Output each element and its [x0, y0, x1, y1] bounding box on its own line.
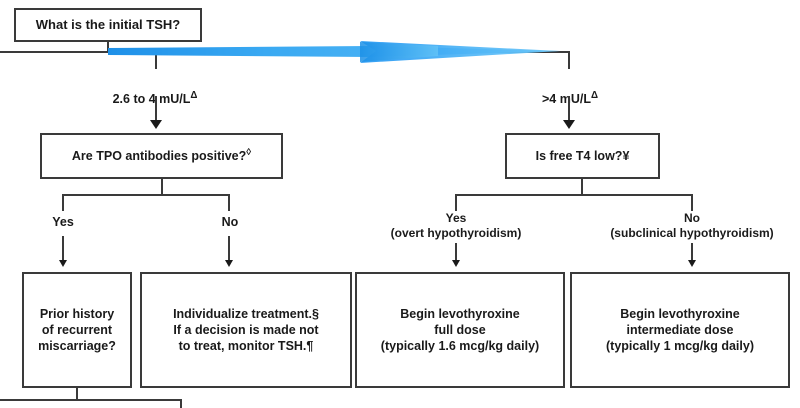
initial-tsh-question-box[interactable]: What is the initial TSH? [14, 8, 202, 42]
outcome-levothyroxine-full-dose-text: Begin levothyroxine full dose (typically… [380, 307, 540, 353]
connector-to-right-decision [568, 96, 570, 122]
outcome-prior-miscarriage-text: Prior history of recurrent miscarriage? [38, 307, 116, 353]
connector-right-branch-drop [568, 51, 570, 69]
left-branch-yes-label: Yes [52, 215, 74, 229]
outcome-individualize-treatment-text: Individualize treatment.§ If a decision i… [167, 306, 325, 354]
connector-right-yes-drop [455, 194, 457, 211]
connector-bottom-right-edge [180, 399, 182, 408]
tpo-antibodies-decision-text: Are TPO antibodies positive? [71, 149, 247, 164]
connector-left-yes-to-outcome [62, 236, 64, 261]
outcome-individualize-treatment-box[interactable]: Individualize treatment.§ If a decision i… [140, 272, 352, 388]
connector-left-yes-drop [62, 194, 64, 211]
connector-to-left-decision [155, 96, 157, 122]
connector-right-decision-stem [581, 179, 583, 195]
connector-right-no-drop [691, 194, 693, 211]
diamond-marker-icon: ◊ [246, 147, 252, 159]
yen-marker-icon: ¥ [622, 149, 630, 163]
arrowhead-right-yes-icon [452, 260, 460, 267]
initial-tsh-question-text: What is the initial TSH? [35, 16, 181, 32]
connector-bottom-bar [0, 399, 182, 401]
tpo-antibodies-decision-box[interactable]: Are TPO antibodies positive?◊ [40, 133, 283, 179]
connector-main-split-bar [0, 51, 570, 53]
delta-marker-icon: Δ [190, 89, 198, 101]
pilcrow-marker-icon: ¶ [306, 339, 314, 353]
connector-right-no-to-outcome [691, 243, 693, 261]
arrowhead-left-no-icon [225, 260, 233, 267]
arrowhead-left-yes-icon [59, 260, 67, 267]
outcome-prior-miscarriage-box[interactable]: Prior history of recurrent miscarriage? [22, 272, 132, 388]
connector-left-no-drop [228, 194, 230, 211]
branch-label-left-tsh-range: 2.6 to 4 mU/LΔ [75, 74, 235, 107]
connector-left-branch-drop [155, 51, 157, 69]
right-branch-yes-label: Yes (overt hypothyroidism) [390, 211, 522, 240]
connector-left-no-to-outcome [228, 236, 230, 261]
individualize-line-3: to treat, monitor TSH. [178, 339, 307, 353]
connector-left-decision-stem [161, 179, 163, 195]
outcome-levothyroxine-full-dose-box[interactable]: Begin levothyroxine full dose (typically… [355, 272, 565, 388]
section-marker-icon: § [311, 307, 319, 321]
arrowhead-to-left-decision-icon [150, 120, 162, 129]
arrowhead-to-right-decision-icon [563, 120, 575, 129]
branch-label-right-tsh-range: >4 mU/LΔ [495, 74, 645, 107]
tpo-antibodies-decision-content: Are TPO antibodies positive?◊ [66, 147, 257, 164]
connector-right-yes-to-outcome [455, 243, 457, 261]
connector-left-decision-bar [62, 194, 230, 196]
branch-label-right-text: >4 mU/L [542, 91, 591, 106]
right-branch-no-label: No (subclinical hypothyroidism) [610, 211, 774, 240]
outcome-levothyroxine-intermediate-dose-box[interactable]: Begin levothyroxine intermediate dose (t… [570, 272, 790, 388]
connector-right-decision-bar [455, 194, 693, 196]
free-t4-decision-box[interactable]: Is free T4 low?¥ [505, 133, 660, 179]
branch-label-left-text: 2.6 to 4 mU/L [112, 91, 191, 106]
individualize-line-1: Individualize treatment. [173, 307, 312, 321]
connector-outcome1-stem [76, 388, 78, 400]
free-t4-decision-content: Is free T4 low?¥ [530, 148, 636, 164]
left-branch-no-label: No [221, 215, 239, 229]
free-t4-decision-text: Is free T4 low? [535, 149, 623, 163]
arrowhead-right-no-icon [688, 260, 696, 267]
delta-marker-icon-right: Δ [590, 89, 598, 101]
individualize-line-2: If a decision is made not [173, 323, 319, 337]
outcome-levothyroxine-intermediate-dose-text: Begin levothyroxine intermediate dose (t… [606, 307, 754, 353]
